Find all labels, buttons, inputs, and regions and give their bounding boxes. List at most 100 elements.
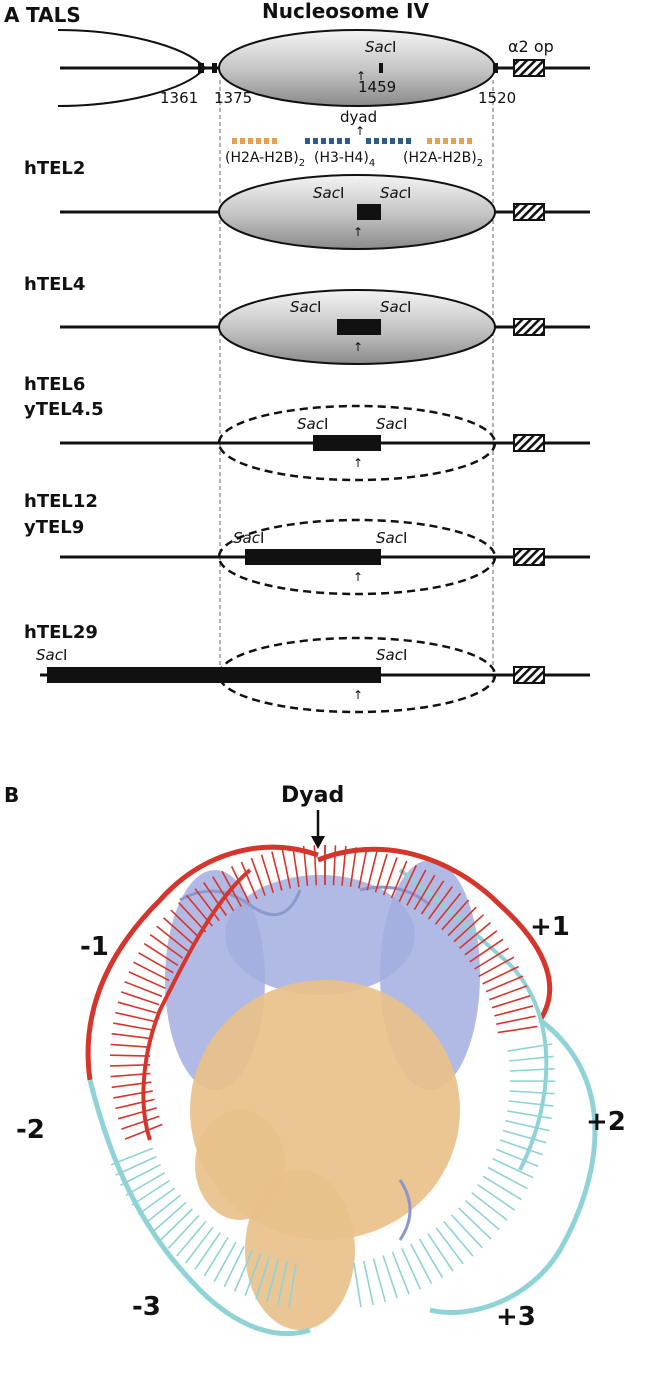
alpha2-operator-box [513,59,545,77]
htel6-dyad-arrow: ↑ [353,456,363,470]
base-pair-rung [159,1208,193,1241]
base-pair-rung [125,1172,166,1196]
histone-label-h3-h4: (H3-H4)4 [314,150,375,169]
htel12-deletion-block [245,549,381,565]
base-pair-rung [250,857,266,896]
base-pair-rung [374,853,388,893]
base-pair-rung [302,846,309,886]
base-pair-rung [427,1233,454,1272]
histone-block-h3-h4-right [366,138,371,144]
histone-block-h3-h4-right [374,138,379,144]
base-pair-rung [255,1256,271,1300]
tals-sac-label: SacI [365,38,396,56]
construct-htel29: hTEL29 SacI SacI ↑ [24,622,590,714]
base-pair-rung [464,1199,501,1231]
tals-marker-1520 [493,63,498,73]
construct-name-ytel4-5: yTEL4.5 [24,399,104,420]
base-pair-rung [418,1238,444,1279]
base-pair-rung [176,1220,207,1257]
base-pair-rung [358,848,368,889]
htel2-deletion-block [357,204,381,220]
histone-block-h2a-h2b-right [443,138,448,144]
base-pair-rung [497,1025,538,1034]
base-pair-rung [487,1166,528,1190]
base-pair-rung [491,995,531,1009]
construct-name-htel6: hTEL6 [24,374,85,395]
base-pair-rung [149,934,184,959]
dna-cyan-strand-right [429,1018,598,1315]
base-pair-rung [277,1260,288,1306]
base-pair-rung [464,930,498,956]
tals-track: α2 op SacI ↑ 1361 1375 1459 1520 dyad ↑ [57,29,590,138]
panel-a-letter: A [4,3,20,27]
base-pair-rung [221,870,242,907]
htel29-sac-right: SacI [376,646,407,664]
base-pair-rung [482,965,519,985]
base-pair-rung [390,860,408,899]
superhelix-label-minus2: -2 [16,1115,45,1145]
base-pair-rung [128,971,166,990]
histone-octamer [165,860,480,1330]
base-pair-rung [111,1032,152,1040]
base-pair-rung [494,1005,534,1017]
histone-block-h2a-h2b-left [256,138,261,144]
htel2-sac-right: SacI [380,184,411,202]
base-pair-rung [441,899,470,931]
histone-block-h3-h4-left [321,138,326,144]
htel6-deletion-block [313,435,381,451]
histone-block-h3-h4-left [305,138,310,144]
position-1361: 1361 [160,89,198,107]
base-pair-rung [349,847,358,888]
base-pair-rung [508,1055,554,1062]
base-pair-rung [213,1241,237,1282]
position-1520: 1520 [478,89,516,107]
base-pair-rung [185,1226,214,1264]
htel6-sac-right: SacI [376,415,407,433]
base-pair-rung [110,1054,151,1057]
histone-block-h3-h4-left [345,138,350,144]
histone-block-h2a-h2b-right [427,138,432,144]
histone-block-h2a-h2b-left [272,138,277,144]
base-pair-rung [499,1139,543,1156]
base-pair-rung [233,1249,254,1292]
histone-block-h3-h4-right [382,138,387,144]
base-pair-rung [113,1090,153,1099]
base-pair-rung [372,1258,387,1303]
base-pair-rung [167,1214,200,1249]
histone-label-h2a-h2b-left: (H2A-H2B)2 [225,150,305,169]
construct-name-htel2: hTEL2 [24,158,85,179]
base-pair-rung [471,1192,508,1221]
histone-block-h2a-h2b-right [467,138,472,144]
base-pair-rung [453,914,485,943]
nucleosome-title: Nucleosome IV [262,0,429,23]
protein-tan-tail [245,1170,355,1330]
base-pair-rung [194,1232,221,1271]
dna-base-pairs [110,845,556,1308]
base-pair-rung [489,985,528,1001]
histone-block-h2a-h2b-right [451,138,456,144]
htel6-nucleosome-dashed [217,404,497,482]
base-pair-rung [292,847,300,888]
base-pair-rung [434,892,462,925]
histone-block-h3-h4-right [390,138,395,144]
base-pair-rung [474,947,510,970]
base-pair-rung [117,1107,157,1120]
base-pair-rung [110,1072,151,1078]
alpha2-op-label: α2 op [508,37,554,56]
base-pair-rung [478,956,515,978]
dna-cyan-strand-left [87,1079,311,1337]
htel29-deletion-block [47,667,381,683]
base-pair-rung [151,1201,187,1233]
htel29-dyad-arrow: ↑ [353,688,363,702]
base-pair-rung [223,1245,245,1288]
tals-marker-1375 [212,63,217,73]
histone-block-h2a-h2b-left [248,138,253,144]
base-pair-rung [391,1251,410,1295]
base-pair-rung [110,1043,151,1049]
tals-sac-site [379,63,383,73]
histone-block-h2a-h2b-left [240,138,245,144]
base-pair-rung [203,1237,229,1277]
base-pair-rung [110,1064,151,1067]
dna-superhelix [85,844,598,1337]
base-pair-rung [156,925,189,952]
